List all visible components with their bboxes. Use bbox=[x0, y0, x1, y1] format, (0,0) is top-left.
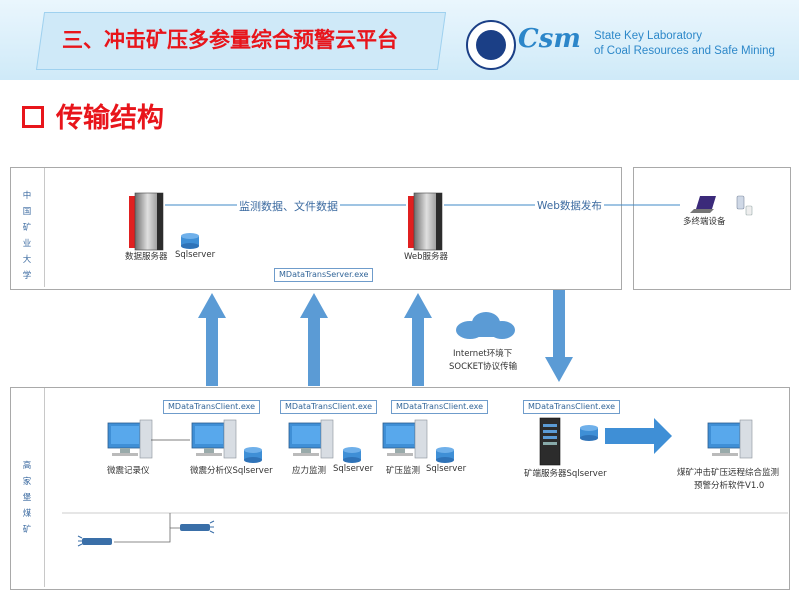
data-server-icon bbox=[129, 192, 164, 251]
cloud-label-2: SOCKET协议传输 bbox=[449, 362, 518, 372]
client-tag-3: MDataTransClient.exe bbox=[391, 400, 489, 414]
output-arrow bbox=[605, 418, 672, 454]
flow-label-2: Web数据发布 bbox=[535, 198, 604, 213]
bottom-panel-divider bbox=[44, 388, 45, 587]
pc4-db-label: Sqlserver bbox=[426, 464, 467, 474]
university-logo-icon bbox=[466, 20, 516, 70]
software-label-2: 预警分析软件V1.0 bbox=[694, 481, 765, 491]
client-tag-1: MDataTransClient.exe bbox=[163, 400, 261, 414]
server-program-tag: MDataTransServer.exe bbox=[274, 268, 374, 282]
data-db-label: Sqlserver bbox=[175, 250, 216, 260]
phone-icon bbox=[736, 195, 753, 216]
page-title: 三、冲击矿压多参量综合预警云平台 bbox=[62, 28, 398, 52]
data-server-label: 数据服务器 bbox=[125, 252, 168, 262]
download-arrow bbox=[545, 290, 573, 382]
terminal-panel bbox=[633, 167, 791, 290]
data-db-icon bbox=[181, 233, 199, 249]
csm-logo: Csm bbox=[518, 24, 581, 54]
web-server-icon bbox=[408, 192, 443, 251]
lab-name-line1: State Key Laboratory bbox=[594, 30, 703, 42]
upload-arrows bbox=[198, 293, 432, 386]
cloud-icon bbox=[456, 312, 515, 339]
terminal-label: 多终端设备 bbox=[683, 217, 726, 227]
sensor-icons bbox=[77, 520, 215, 547]
bottom-panel-label: 高家堡煤矿 bbox=[22, 461, 32, 535]
web-server-label: Web服务器 bbox=[404, 252, 449, 262]
pc1-label: 微震记录仪 bbox=[107, 466, 150, 476]
pc2-label: 微震分析仪Sqlserver bbox=[190, 466, 273, 476]
bottom-db-icons bbox=[244, 425, 598, 463]
pc3-label: 应力监测 bbox=[292, 466, 327, 476]
section-title: 传输结构 bbox=[22, 96, 164, 135]
mine-server-label: 矿端服务器Sqlserver bbox=[524, 469, 607, 479]
logo-inner bbox=[476, 30, 506, 60]
client-tag-2: MDataTransClient.exe bbox=[280, 400, 378, 414]
pc4-label: 矿压监测 bbox=[386, 466, 421, 476]
lab-name-line2: of Coal Resources and Safe Mining bbox=[594, 45, 775, 57]
cable-line bbox=[114, 527, 180, 543]
software-label-1: 煤矿冲击矿压远程综合监测 bbox=[677, 468, 780, 478]
flow-label-1: 监测数据、文件数据 bbox=[237, 198, 340, 214]
bullet-square-icon bbox=[22, 105, 44, 128]
mine-server-icon bbox=[539, 417, 561, 466]
section-title-text: 传输结构 bbox=[56, 103, 164, 134]
pc3-db-label: Sqlserver bbox=[333, 464, 374, 474]
laptop-icon bbox=[690, 196, 716, 213]
top-panel-divider bbox=[44, 168, 45, 287]
top-panel-label: 中国矿业大学 bbox=[22, 191, 32, 281]
cloud-label-1: Internet环境下 bbox=[453, 349, 513, 359]
client-tag-4: MDataTransClient.exe bbox=[523, 400, 621, 414]
pc-icons bbox=[107, 419, 753, 459]
